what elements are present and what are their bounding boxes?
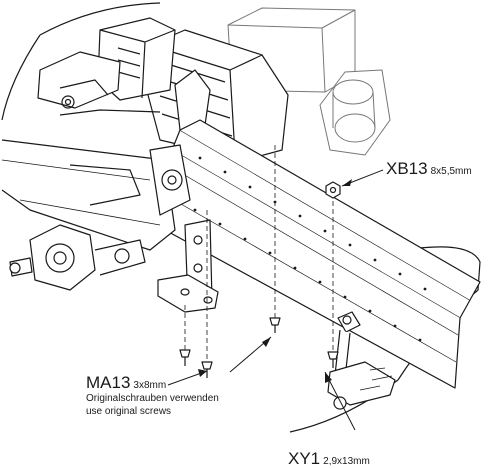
- ma13-code: MA13: [86, 373, 131, 392]
- ma13-screw: [179, 317, 281, 378]
- mounting-bracket: [157, 219, 219, 313]
- ma13-note-de: Originalschrauben verwenden: [86, 393, 219, 404]
- xb13-dimension: 8x5,5mm: [430, 166, 472, 177]
- motor-housing: [97, 17, 289, 161]
- xy1-screw: [327, 351, 339, 368]
- gearbox: [9, 144, 191, 291]
- xb13-nut: [325, 181, 341, 199]
- battery-pack-ghost: [227, 7, 391, 156]
- leader-arrowheads: [198, 179, 352, 383]
- xb13-code: XB13: [386, 159, 428, 178]
- ma13-dimension: 3x8mm: [133, 380, 167, 391]
- lower-rail: [1, 139, 176, 251]
- ma13-note-en: use original screws: [86, 406, 172, 417]
- frame-rail: [164, 119, 481, 389]
- xy1-code: XY1: [288, 449, 321, 468]
- xy1-dimension: 2,9x13mm: [323, 456, 370, 467]
- upper-bracket: [37, 51, 161, 116]
- assembly-guide-lines: [184, 145, 334, 362]
